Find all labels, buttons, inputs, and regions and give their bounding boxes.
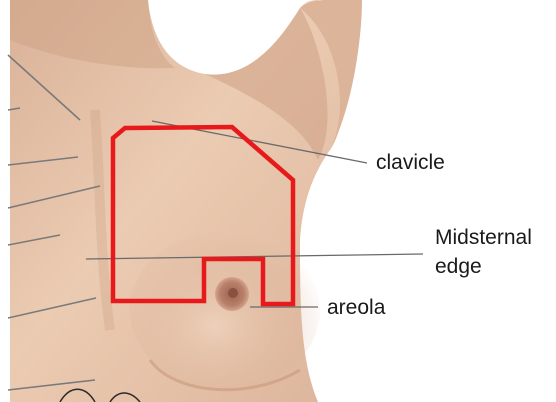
midsternal-edge-label-line2: edge — [435, 254, 482, 279]
areola-label: areola — [327, 295, 385, 320]
nipple-mark — [228, 288, 238, 298]
clavicle-label: clavicle — [376, 150, 445, 175]
midsternal-edge-label-line1: Midsternal — [435, 225, 532, 250]
